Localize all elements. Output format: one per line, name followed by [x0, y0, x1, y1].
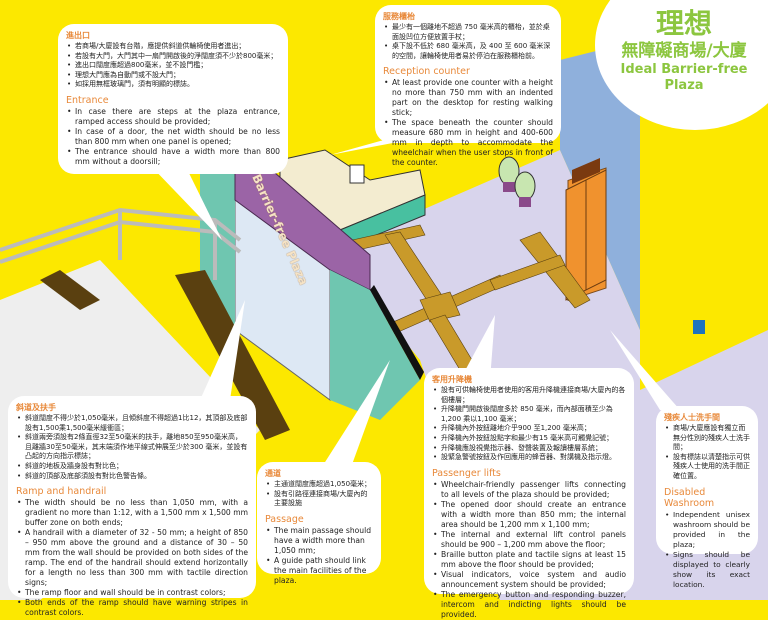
entrance-en-list: In case there are steps at the plaza ent… — [66, 107, 280, 167]
lifts-zh-heading: 客用升降機 — [432, 375, 472, 384]
list-item: 如採用無框玻璃門，須有明顯的標誌。 — [66, 80, 280, 90]
washroom-zh-list: 商場/大廈應設有獨立而無分性別的殘疾人士洗手間； 設有標誌以清楚指示可供殘疾人士… — [664, 424, 750, 482]
reception-en-list: At least provide one counter with a heig… — [383, 78, 553, 168]
reception-zh-heading: 服務櫃枱 — [383, 12, 415, 21]
title-zh-line1: 理想 — [655, 7, 712, 40]
list-item: The ramp floor and wall should be in con… — [16, 588, 248, 598]
title-zh-line2: 無障礙商場/大廈 — [621, 41, 747, 61]
list-item: Wheelchair-friendly passenger lifts conn… — [432, 480, 626, 500]
list-item: The internal and external lift control p… — [432, 530, 626, 550]
list-item: 進出口闊度應超過800毫米，並不設門檻； — [66, 61, 280, 71]
list-item: 商場/大廈應設有獨立而無分性別的殘疾人士洗手間； — [664, 424, 750, 453]
list-item: 桌下設不低於 680 毫米高，及 400 至 600 毫米深的空間，讓輪椅使用者… — [383, 42, 553, 61]
list-item: A guide path should link the main facili… — [265, 556, 373, 586]
list-item: The main passage should have a width mor… — [265, 526, 373, 556]
list-item: 若商場/大廈設有台階，應提供斜道供輪椅使用者進出； — [66, 42, 280, 52]
list-item: 斜道兩旁須設有2條直徑32至50毫米的扶手，離地850至950毫米高，且離牆30… — [16, 433, 248, 462]
reception-en-heading: Reception counter — [383, 66, 470, 78]
entrance-callout: 進出口 若商場/大廈設有台階，應提供斜道供輪椅使用者進出； 若設有大門，大門其中… — [58, 24, 288, 174]
entrance-zh-heading: 進出口 — [66, 31, 90, 40]
lifts-en-list: Wheelchair-friendly passenger lifts conn… — [432, 480, 626, 620]
list-item: At least provide one counter with a heig… — [383, 78, 553, 118]
ramp-en-heading: Ramp and handrail — [16, 486, 107, 498]
lifts-en-heading: Passenger lifts — [432, 467, 501, 479]
list-item: A handrail with a diameter of 32 - 50 mm… — [16, 528, 248, 588]
list-item: 升降機應設視覺指示器、發聲裝置及報讀樓層系統； — [432, 444, 626, 454]
list-item: 設有引路徑連接商場/大廈內的主要設施 — [265, 490, 373, 509]
ramp-callout: 斜道及扶手 斜道闊度不得少於1,050毫米，且傾斜度不得超過1比12，其頂部及底… — [8, 396, 256, 617]
plant-icon — [514, 171, 536, 201]
lifts-callout: 客用升降機 設有可供輪椅使用者使用的客用升降機連接商場/大廈內的各個樓層； 升降… — [424, 368, 634, 619]
list-item: The emergency button and responding buzz… — [432, 590, 626, 620]
reception-zh-list: 最少有一個離地不超過 750 毫米高的櫃枱，並於桌面設凹位方便放置手杖； 桌下設… — [383, 23, 553, 61]
list-item: 斜道的頂部及底部須設有對比色警告條。 — [16, 472, 248, 482]
title-block: 理想 無障礙商場/大廈 Ideal Barrier-free Plaza — [600, 8, 768, 94]
lift-display — [572, 158, 600, 184]
handrail — [0, 207, 242, 280]
list-item: The width should be no less than 1,050 m… — [16, 498, 248, 528]
passage-zh-heading: 通道 — [265, 469, 281, 478]
ramp-en-list: The width should be no less than 1,050 m… — [16, 498, 248, 618]
ramp-tactile-strip — [40, 270, 100, 310]
list-item: 設有標誌以清楚指示可供殘疾人士使用的洗手間正確位置。 — [664, 453, 750, 482]
list-item: The space beneath the counter should mea… — [383, 118, 553, 168]
ramp-zh-list: 斜道闊度不得少於1,050毫米，且傾斜度不得超過1比12，其頂部及底部設有1,5… — [16, 414, 248, 481]
lifts-zh-list: 設有可供輪椅使用者使用的客用升降機連接商場/大廈內的各個樓層； 升降機門開啟後闊… — [432, 386, 626, 463]
washroom-zh-heading: 殘疾人士洗手間 — [664, 413, 720, 422]
list-item: 升降機內外按鈕離地介乎900 至1,200 毫米高； — [432, 424, 626, 434]
list-item: 最少有一個離地不超過 750 毫米高的櫃枱，並於桌面設凹位方便放置手杖； — [383, 23, 553, 42]
passage-en-heading: Passage — [265, 513, 304, 525]
list-item: 理想大門應為自動門或不設大門； — [66, 71, 280, 81]
washroom-sign-icon — [693, 320, 705, 334]
list-item: Signs should be displayed to clearly sho… — [664, 550, 750, 590]
passage-zh-list: 主通道闊度應超過1,050毫米； 設有引路徑連接商場/大廈內的主要設施 — [265, 480, 373, 509]
entrance-en-heading: Entrance — [66, 94, 109, 106]
wheelchair-sign-icon — [349, 164, 365, 184]
list-item: 升降機內外按鈕設點字和最少有15 毫米高可觸覺記號； — [432, 434, 626, 444]
entrance-zh-list: 若商場/大廈設有台階，應提供斜道供輪椅使用者進出； 若設有大門，大門其中一扇門開… — [66, 42, 280, 90]
list-item: 斜道闊度不得少於1,050毫米，且傾斜度不得超過1比12，其頂部及底部設有1,5… — [16, 414, 248, 433]
title-en: Ideal Barrier-free Plaza — [620, 62, 748, 93]
list-item: Visual indicators, voice system and audi… — [432, 570, 626, 590]
list-item: 斜道的地板及牆身設有對比色； — [16, 462, 248, 472]
reception-callout: 服務櫃枱 最少有一個離地不超過 750 毫米高的櫃枱，並於桌面設凹位方便放置手杖… — [375, 5, 561, 167]
list-item: 若設有大門，大門其中一扇門開啟後的淨闊度須不少於800毫米； — [66, 52, 280, 62]
list-item: In case there are steps at the plaza ent… — [66, 107, 280, 127]
list-item: 設緊急警號按鈕及作回應用的蜂音器、對講機及指示燈。 — [432, 453, 626, 463]
list-item: Both ends of the ramp should have warnin… — [16, 598, 248, 618]
passage-callout: 通道 主通道闊度應超過1,050毫米； 設有引路徑連接商場/大廈內的主要設施 P… — [257, 462, 381, 585]
list-item: 主通道闊度應超過1,050毫米； — [265, 480, 373, 490]
washroom-en-heading: Disabled Washroom — [664, 486, 715, 509]
list-item: Braille button plate and tactile signs a… — [432, 550, 626, 570]
washroom-en-list: Independent unisex washroom should be pr… — [664, 510, 750, 590]
passage-en-list: The main passage should have a width mor… — [265, 526, 373, 586]
list-item: 升降機門開啟後闊度多於 850 毫米，而內部面積至少為1,200 乘以1,100… — [432, 405, 626, 424]
list-item: In case of a door, the net width should … — [66, 127, 280, 147]
washroom-callout: 殘疾人士洗手間 商場/大廈應設有獨立而無分性別的殘疾人士洗手間； 設有標誌以清楚… — [656, 406, 758, 589]
list-item: 設有可供輪椅使用者使用的客用升降機連接商場/大廈內的各個樓層； — [432, 386, 626, 405]
list-item: Independent unisex washroom should be pr… — [664, 510, 750, 550]
ramp-zh-heading: 斜道及扶手 — [16, 403, 56, 412]
list-item: The entrance should have a width more th… — [66, 147, 280, 167]
list-item: The opened door should create an entranc… — [432, 500, 626, 530]
